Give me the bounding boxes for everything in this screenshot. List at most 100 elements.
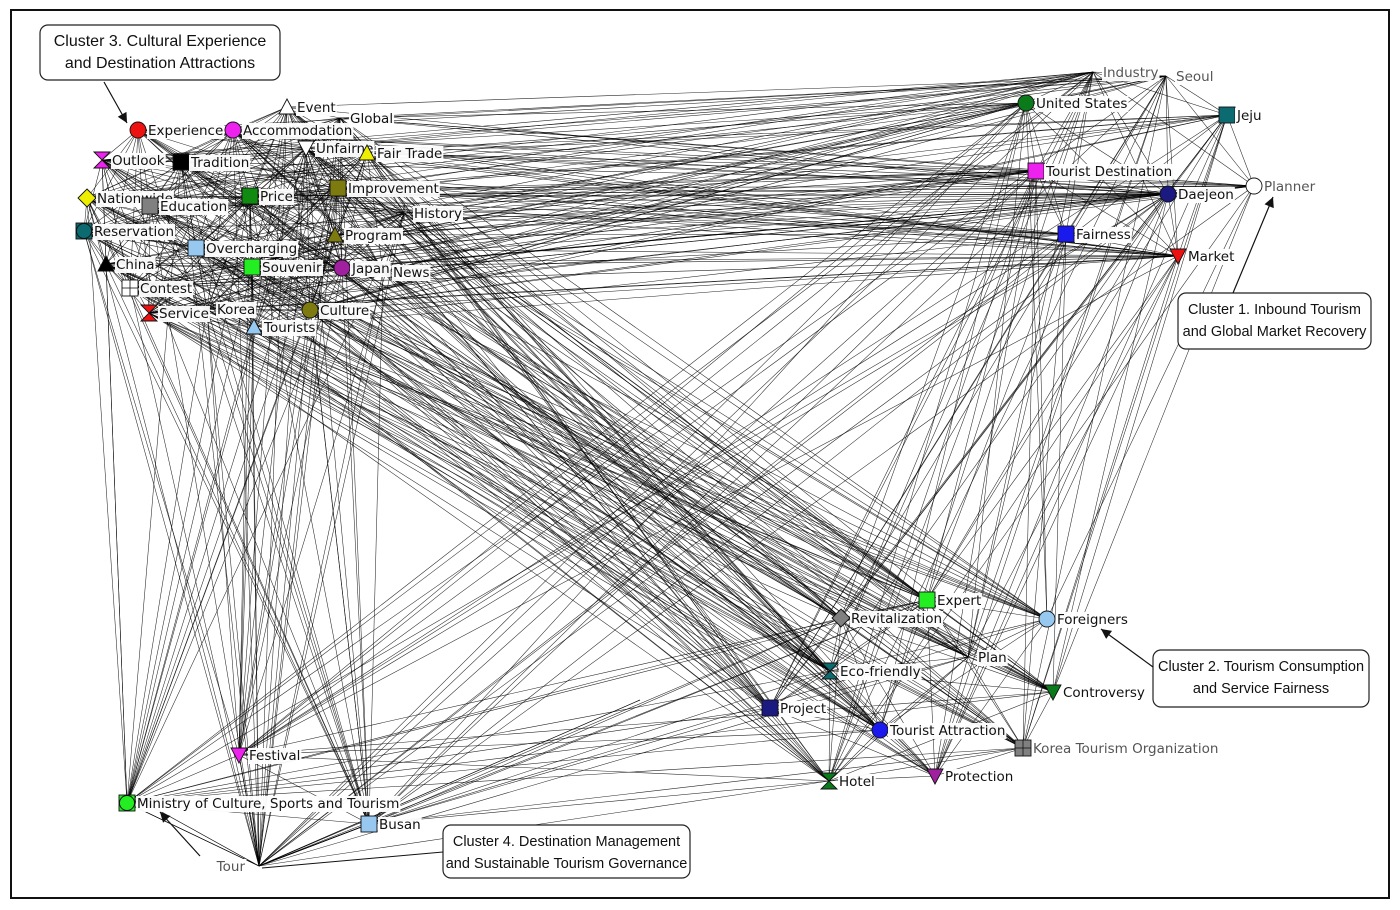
node-label-festival: Festival xyxy=(249,748,300,764)
edge-nationwide-market xyxy=(86,197,1179,257)
edge-touristdestination-project xyxy=(769,170,1037,709)
node-label-bg xyxy=(216,302,257,318)
node-experience: Experience xyxy=(129,121,225,139)
node-label-mcst: Ministry of Culture, Sports and Tourism xyxy=(137,796,399,812)
node-label-unitedstates: United States xyxy=(1036,96,1127,112)
edge-event-project xyxy=(286,106,771,709)
edge-culture-jeju xyxy=(309,114,1228,311)
edge-industry-hotel xyxy=(828,71,1094,782)
node-event: Event xyxy=(278,98,337,116)
node-marker-event xyxy=(278,98,296,115)
cluster-connector-c4 xyxy=(261,851,444,869)
edge-contest-jeju xyxy=(129,114,1228,289)
cluster-arrow-c3-head xyxy=(117,111,127,123)
edge-touristdestination-foreigners xyxy=(1035,170,1048,620)
edge-kto-mcst xyxy=(126,747,1024,804)
edge-global-daejeon xyxy=(339,117,1169,195)
edge-nationwide-industry xyxy=(86,71,1094,199)
edge-experience-kto xyxy=(137,129,1024,749)
edge-contest-unitedstates xyxy=(129,102,1027,289)
node-label-overcharging: Overcharging xyxy=(206,241,297,257)
node-label-seoul: Seoul xyxy=(1176,69,1213,85)
node-marker-market xyxy=(1169,248,1187,265)
edge-education-project xyxy=(149,205,771,709)
edge-event-festival xyxy=(238,106,288,756)
edge-reservation-festival xyxy=(83,230,240,756)
node-marker-education xyxy=(141,197,159,215)
node-label-bg xyxy=(1175,69,1215,85)
node-label-souvenir: Souvenir xyxy=(262,260,322,276)
node-label-bg xyxy=(214,859,247,875)
edge-china-busan xyxy=(105,263,370,825)
node-label-kto: Korea Tourism Organization xyxy=(1033,741,1218,757)
node-touristattraction: Tourist Attraction xyxy=(871,721,1007,739)
edge-touristdestination-protection xyxy=(934,170,1037,777)
edge-planner-busan xyxy=(368,185,1255,825)
edge-reservation-protection xyxy=(83,230,936,777)
edge-plan-project xyxy=(769,656,969,709)
node-marker-culture xyxy=(301,301,319,319)
node-label-bg xyxy=(261,260,323,276)
node-label-bg xyxy=(319,303,371,319)
edge-industry-planner xyxy=(1092,71,1255,187)
edge-unfairness-industry xyxy=(305,71,1094,149)
edge-fairtrade-unitedstates xyxy=(366,102,1027,154)
node-marker-experience xyxy=(129,121,147,139)
edge-nationwide-japan xyxy=(86,197,343,269)
node-marker-foreigners xyxy=(1038,610,1056,628)
edge-program-touristdestination xyxy=(334,170,1037,236)
edge-china-ecofriendly xyxy=(105,263,831,672)
node-marker-china xyxy=(97,255,115,272)
edge-korea-mcst xyxy=(126,308,208,804)
node-marker-kto xyxy=(1014,739,1032,757)
edge-tourists-festival xyxy=(238,326,255,756)
node-marker-project xyxy=(761,699,779,717)
edge-foreigners-busan xyxy=(368,618,1048,825)
node-label-bg xyxy=(115,257,156,273)
node-planner: Planner xyxy=(1245,177,1317,195)
node-label-bg xyxy=(944,769,1015,785)
edge-unitedstates-revitalization xyxy=(840,102,1027,619)
node-marker-hotel xyxy=(819,772,839,790)
node-label-bg xyxy=(1177,187,1235,203)
node-label-bg xyxy=(850,611,944,627)
edge-fairness-festival xyxy=(238,233,1067,756)
edge-overcharging-ecofriendly xyxy=(195,247,831,672)
node-marker-tradition xyxy=(172,153,190,171)
cluster-arrow-c2 xyxy=(1100,628,1154,668)
node-label-market: Market xyxy=(1188,249,1234,265)
edge-revitalization-controversy xyxy=(840,617,1054,693)
edge-plan-touristattraction xyxy=(879,656,969,731)
edge-contest-seoul xyxy=(129,75,1167,289)
edge-hotel-tour xyxy=(258,780,830,867)
edge-culture-busan xyxy=(309,309,370,825)
node-marker-unfairness xyxy=(297,140,315,157)
edge-revitalization-ecofriendly xyxy=(829,617,842,672)
edge-touristdestination-busan xyxy=(368,170,1037,825)
edge-foreigners-protection xyxy=(934,618,1048,777)
node-education: Education xyxy=(141,197,229,215)
edge-service-ecofriendly xyxy=(148,312,831,672)
edge-service-touristdestination xyxy=(148,170,1037,314)
edge-tourists-mcst xyxy=(126,326,255,804)
node-label-foreigners: Foreigners xyxy=(1057,612,1128,628)
node-label-bg xyxy=(1035,96,1129,112)
node-marker-outlook xyxy=(92,151,112,169)
edge-daejeon-market xyxy=(1167,193,1179,257)
edge-jeju-market xyxy=(1177,114,1228,257)
edge-outlook-planner xyxy=(101,159,1255,187)
edge-souvenir-plan xyxy=(251,266,969,658)
node-marker-touristdestination xyxy=(1027,162,1045,180)
edge-souvenir-touristdestination xyxy=(251,170,1037,268)
edge-korea-daejeon xyxy=(206,193,1169,310)
edge-china-touristattraction xyxy=(105,263,881,731)
edge-price-news xyxy=(249,195,384,273)
node-marker-unitedstates xyxy=(1017,94,1035,112)
node-hotel: Hotel xyxy=(819,772,876,790)
cluster-label-c1-line-0: Cluster 1. Inbound Tourism xyxy=(1188,302,1361,318)
edge-fairtrade-foreigners xyxy=(366,152,1048,620)
node-marker-tourists xyxy=(245,318,263,335)
edge-education-korea xyxy=(149,205,208,310)
